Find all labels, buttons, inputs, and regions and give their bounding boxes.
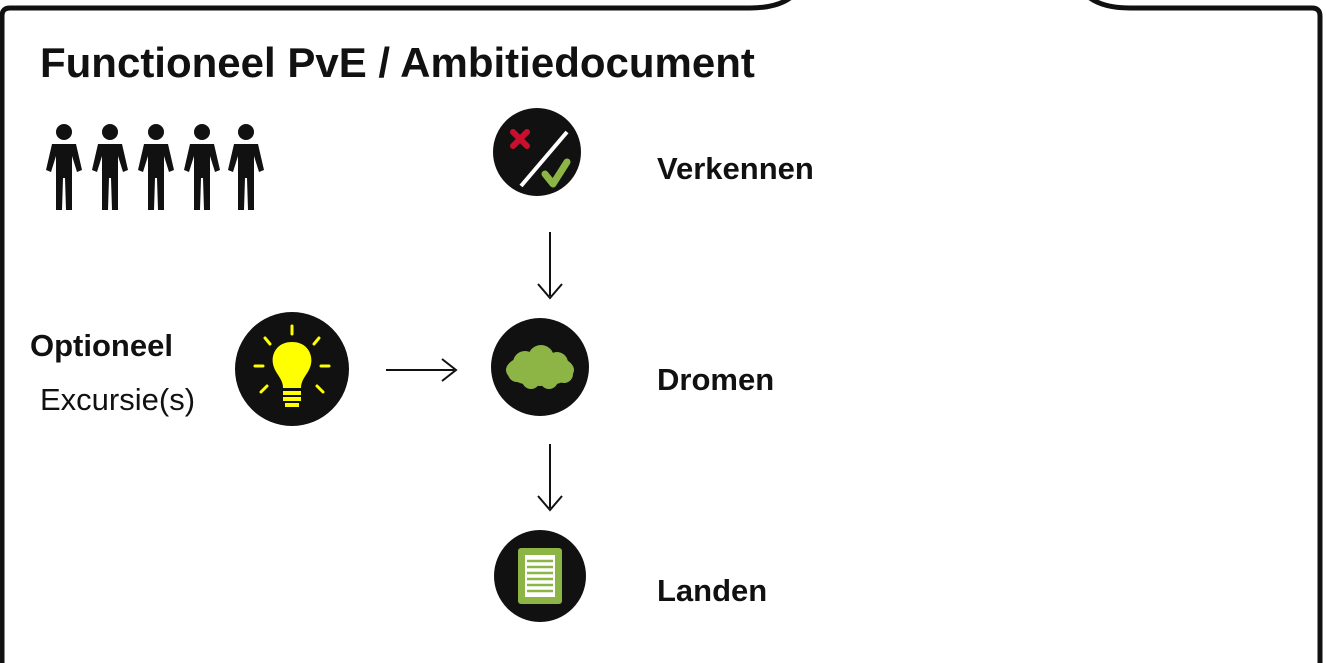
step-landen-node	[494, 530, 586, 627]
arrow-down-icon	[537, 232, 563, 300]
step-verkennen-node	[493, 108, 581, 201]
step-label-dromen: Dromen	[657, 362, 775, 397]
optional-node	[235, 312, 349, 431]
arrow-down-icon	[537, 444, 563, 512]
page-title: Functioneel PvE / Ambitiedocument	[40, 39, 755, 86]
people-group-icon	[42, 122, 266, 217]
optional-label: Optioneel	[30, 328, 173, 363]
optional-sublabel: Excursie(s)	[40, 382, 196, 417]
step-dromen-node	[491, 318, 589, 421]
cross-check-icon	[493, 108, 581, 196]
step-label-landen: Landen	[657, 573, 768, 608]
cloud-icon	[491, 318, 589, 416]
lightbulb-icon	[235, 312, 349, 426]
arrow-right-icon	[386, 358, 458, 382]
step-label-verkennen: Verkennen	[657, 151, 814, 186]
document-icon	[494, 530, 586, 622]
